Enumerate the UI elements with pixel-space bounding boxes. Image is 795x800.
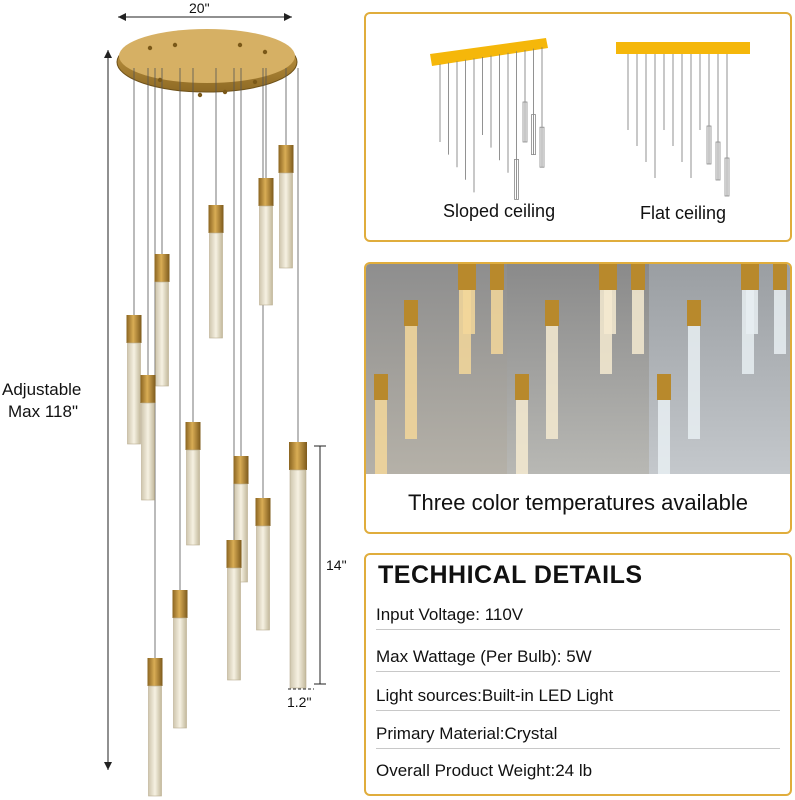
pendant-light	[289, 442, 307, 689]
flat-ceiling-label: Flat ceiling	[640, 203, 727, 223]
pendant-light	[226, 540, 242, 681]
height-label-line1: Adjustable	[2, 380, 82, 399]
width-label: 20"	[189, 0, 210, 16]
tech-row-weight: Overall Product Weight:24 lb	[376, 761, 593, 780]
tech-row-material: Primary Material:Crystal	[376, 724, 780, 749]
pendant-light	[258, 178, 274, 306]
pendant-light	[154, 254, 170, 387]
tube-width-arrow	[288, 688, 314, 690]
pendant-light	[172, 590, 188, 729]
height-dimension-arrow	[104, 50, 112, 770]
pendant-light	[255, 498, 271, 631]
pendant-light	[278, 145, 294, 269]
tech-row-voltage: Input Voltage: 110V	[376, 605, 780, 630]
sloped-ceiling-diagram	[430, 38, 548, 200]
tube-length-arrow	[314, 445, 326, 685]
color-temperature-panel: Three color temperatures available	[364, 262, 792, 534]
tech-details-title: TECHHICAL DETAILS	[378, 561, 643, 589]
pendant-light	[147, 658, 163, 797]
ceiling-type-panel: Sloped ceiling Flat ceiling	[364, 12, 792, 242]
pendant-light	[208, 205, 224, 339]
tech-row-light-source: Light sources:Built-in LED Light	[376, 686, 780, 711]
color-temperature-photos	[366, 264, 790, 474]
flat-ceiling-diagram	[616, 42, 750, 197]
chandelier-drawing	[116, 29, 307, 797]
pendant-light	[126, 315, 142, 445]
color-temperature-caption: Three color temperatures available	[408, 490, 748, 515]
sloped-ceiling-label: Sloped ceiling	[443, 201, 556, 221]
tube-width-label: 1.2"	[287, 694, 312, 710]
pendant-light	[185, 422, 201, 546]
tube-length-label: 14"	[326, 557, 347, 573]
width-dimension-arrow	[118, 13, 292, 21]
tech-details-panel: TECHHICAL DETAILS Input Voltage: 110V Ma…	[364, 553, 792, 796]
height-label-line2: Max 118"	[8, 402, 78, 421]
tech-row-wattage: Max Wattage (Per Bulb): 5W	[376, 647, 780, 672]
chandelier-illustration: 20" Adjustable Max 118"	[0, 0, 360, 800]
pendant-light	[140, 375, 156, 501]
